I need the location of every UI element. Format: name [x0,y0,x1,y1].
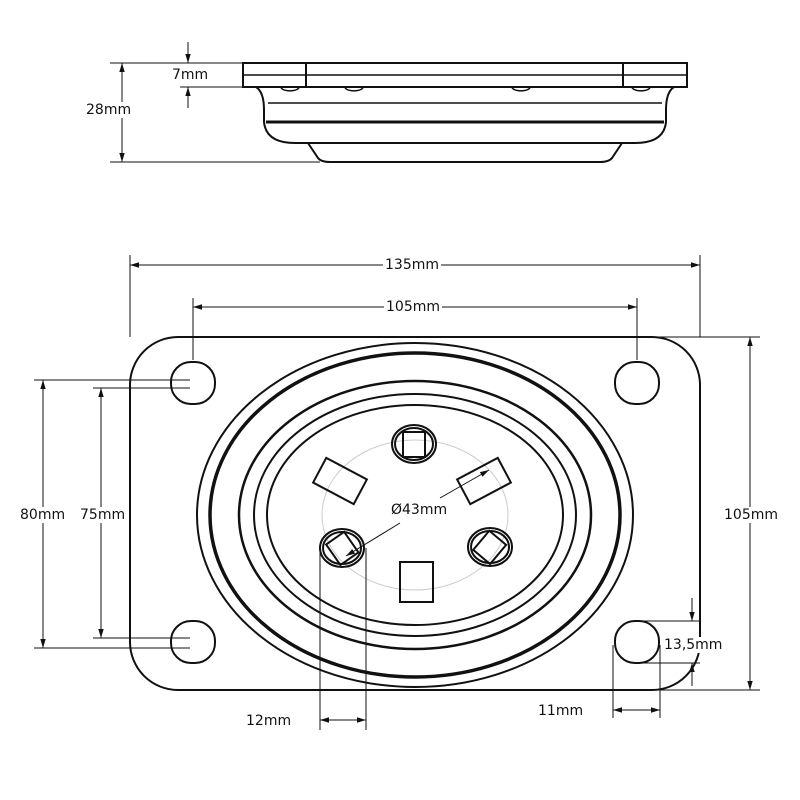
total-height-label: 28mm [84,102,134,118]
side-view [110,42,688,163]
front-view [129,336,701,691]
pin-circle-diameter-label: Ø43mm [389,502,450,518]
overall-height-right-label: 105mm [722,507,780,523]
hole-width-label: 11mm [536,703,586,719]
flange-thickness-label: 7mm [170,67,211,83]
pin-diameter-label: 12mm [244,713,294,729]
overall-height-left-label: 80mm [18,507,68,523]
hole-spacing-width-label: 105mm [384,299,442,315]
hole-spacing-height-label: 75mm [78,507,128,523]
hole-height-label: 13,5mm [662,637,725,653]
overall-width-label: 135mm [383,257,441,273]
